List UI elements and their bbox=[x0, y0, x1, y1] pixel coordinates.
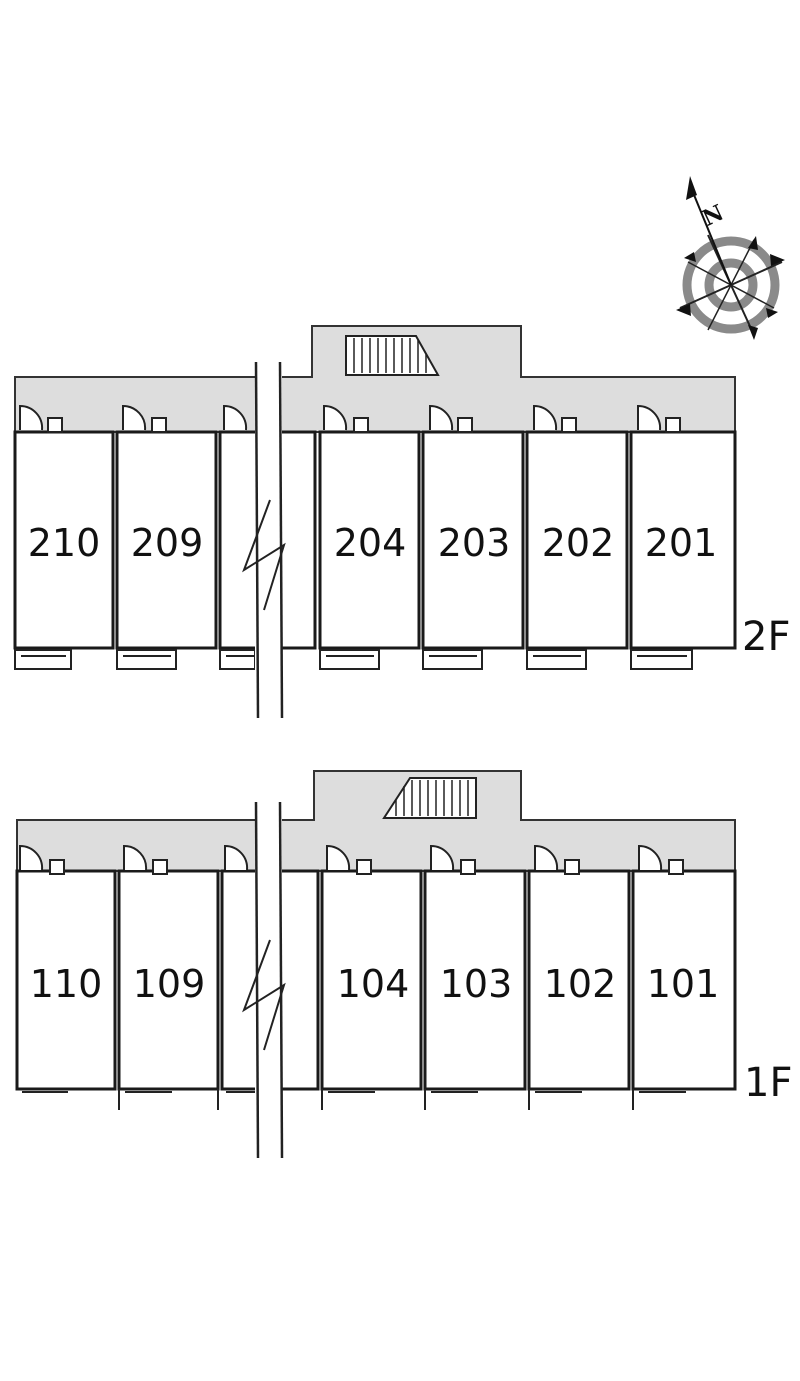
unit-label: 109 bbox=[133, 962, 206, 1006]
door-icon bbox=[19, 404, 681, 433]
break-gap-1f bbox=[255, 800, 282, 1162]
unit-label: 210 bbox=[28, 521, 101, 565]
floor-label-1f: 1F bbox=[744, 1060, 792, 1106]
unit-label: 102 bbox=[544, 962, 617, 1006]
door-icon bbox=[19, 844, 684, 875]
unit-label: 104 bbox=[337, 962, 410, 1006]
unit-109 bbox=[117, 869, 220, 1091]
window bbox=[22, 1089, 686, 1110]
balcony bbox=[14, 649, 693, 670]
unit-label: 201 bbox=[645, 521, 718, 565]
unit-203 bbox=[421, 430, 525, 650]
unit-202 bbox=[525, 430, 629, 650]
break-line-icon bbox=[242, 499, 286, 611]
break-gap-2f bbox=[255, 360, 282, 722]
unit-103 bbox=[423, 869, 527, 1091]
unit-label: 103 bbox=[440, 962, 513, 1006]
unit-210 bbox=[13, 430, 115, 650]
floor-label-2f: 2F bbox=[742, 614, 790, 660]
unit-label: 209 bbox=[131, 521, 204, 565]
unit-201 bbox=[629, 430, 737, 650]
unit-110 bbox=[15, 869, 117, 1091]
unit-104 bbox=[320, 869, 423, 1091]
break-line-icon bbox=[242, 939, 286, 1051]
compass-north-label: N bbox=[699, 200, 728, 232]
unit-label: 110 bbox=[30, 962, 103, 1006]
unit-label: 204 bbox=[334, 521, 407, 565]
staircase-2f-icon bbox=[345, 335, 440, 376]
unit-label: 203 bbox=[438, 521, 511, 565]
floor-2f: 210 209 204 203 202 201 2F bbox=[13, 325, 790, 722]
floor-1f: 110 109 104 103 102 101 1F bbox=[15, 770, 792, 1162]
unit-209 bbox=[115, 430, 218, 650]
unit-label: 101 bbox=[647, 962, 720, 1006]
staircase-1f-icon bbox=[382, 777, 477, 819]
unit-204 bbox=[318, 430, 421, 650]
unit-label: 202 bbox=[542, 521, 615, 565]
compass-rose-icon: N bbox=[676, 176, 785, 340]
